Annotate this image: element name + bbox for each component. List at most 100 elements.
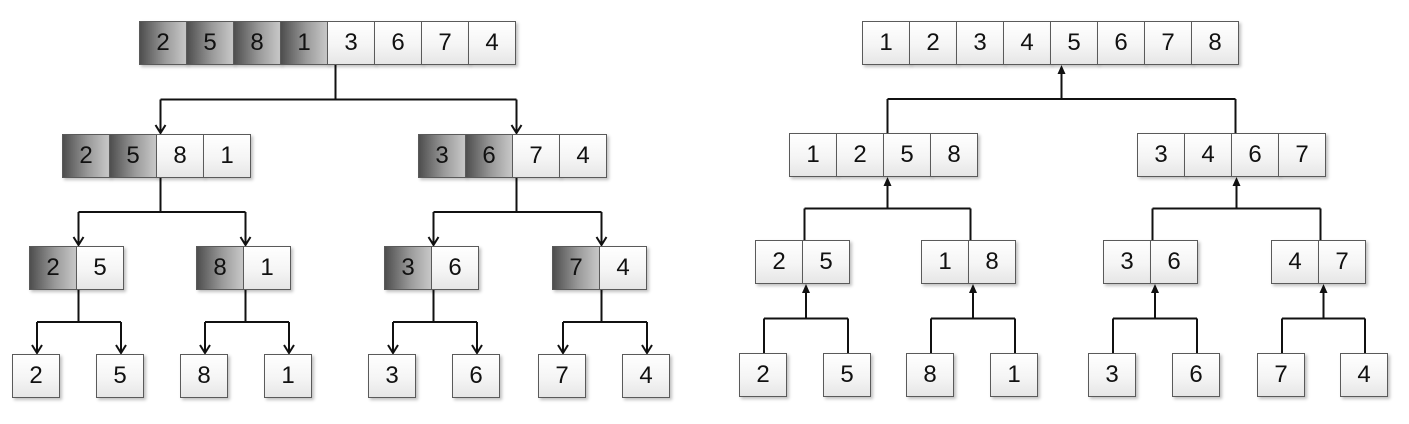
array-cell: 1 bbox=[921, 240, 969, 284]
array-cell: 8 bbox=[930, 133, 978, 177]
array-cell: 5 bbox=[823, 353, 871, 397]
array-cell: 5 bbox=[1050, 21, 1098, 65]
split_tree-array-L3-2: 8 bbox=[180, 354, 228, 398]
split_tree-array-L3-1: 5 bbox=[96, 354, 144, 398]
arrow-down-icon bbox=[510, 124, 523, 135]
arrow-down-icon bbox=[283, 344, 295, 355]
arrow-down-icon bbox=[31, 344, 43, 355]
split_tree-array-L3-7: 4 bbox=[622, 354, 670, 398]
array-cell: 1 bbox=[862, 21, 910, 65]
array-cell: 4 bbox=[559, 134, 607, 178]
array-cell: 7 bbox=[538, 354, 586, 398]
arrow-down-icon bbox=[154, 124, 167, 135]
array-cell: 4 bbox=[1003, 21, 1051, 65]
arrow-down-icon bbox=[199, 344, 211, 355]
array-cell: 7 bbox=[1144, 21, 1192, 65]
arrow-up-icon bbox=[802, 284, 810, 293]
array-cell: 6 bbox=[452, 354, 500, 398]
merge_tree-array-L3-6: 7 bbox=[1257, 353, 1305, 397]
array-cell: 2 bbox=[139, 21, 187, 65]
merge_tree-array-L3-5: 6 bbox=[1172, 353, 1220, 397]
array-cell: 7 bbox=[421, 21, 469, 65]
array-cell: 7 bbox=[552, 246, 600, 290]
array-cell: 2 bbox=[29, 246, 77, 290]
array-cell: 6 bbox=[465, 134, 513, 178]
arrow-down-icon bbox=[387, 344, 399, 355]
array-cell: 4 bbox=[468, 21, 516, 65]
arrow-down-icon bbox=[641, 344, 653, 355]
array-cell: 6 bbox=[374, 21, 422, 65]
array-cell: 3 bbox=[368, 354, 416, 398]
arrow-up-icon bbox=[1151, 284, 1159, 293]
arrow-down-icon bbox=[595, 236, 608, 247]
array-cell: 2 bbox=[836, 133, 884, 177]
array-cell: 6 bbox=[1172, 353, 1220, 397]
merge_tree-array-L3-7: 4 bbox=[1340, 353, 1388, 397]
split_tree-array-L3-6: 7 bbox=[538, 354, 586, 398]
array-cell: 1 bbox=[789, 133, 837, 177]
merge_tree-array-L3-4: 3 bbox=[1088, 353, 1136, 397]
array-cell: 4 bbox=[599, 246, 647, 290]
merge_tree-array-L3-0: 2 bbox=[739, 353, 787, 397]
array-cell: 7 bbox=[1278, 133, 1326, 177]
merge_tree-array-L3-1: 5 bbox=[823, 353, 871, 397]
arrow-down-icon bbox=[115, 344, 127, 355]
array-cell: 1 bbox=[280, 21, 328, 65]
array-cell: 3 bbox=[327, 21, 375, 65]
array-cell: 4 bbox=[1340, 353, 1388, 397]
array-cell: 1 bbox=[264, 354, 312, 398]
array-cell: 1 bbox=[990, 353, 1038, 397]
array-cell: 8 bbox=[968, 240, 1016, 284]
arrow-down-icon bbox=[72, 236, 85, 247]
array-cell: 2 bbox=[909, 21, 957, 65]
arrow-up-icon bbox=[969, 284, 977, 293]
array-cell: 3 bbox=[956, 21, 1004, 65]
arrow-up-icon bbox=[1057, 65, 1066, 74]
array-cell: 3 bbox=[1088, 353, 1136, 397]
arrow-down-icon bbox=[471, 344, 483, 355]
array-cell: 8 bbox=[196, 246, 244, 290]
array-cell: 5 bbox=[186, 21, 234, 65]
array-cell: 2 bbox=[755, 240, 803, 284]
array-cell: 6 bbox=[431, 246, 479, 290]
array-cell: 5 bbox=[76, 246, 124, 290]
array-cell: 4 bbox=[1271, 240, 1319, 284]
array-cell: 2 bbox=[12, 354, 60, 398]
array-cell: 1 bbox=[203, 134, 251, 178]
array-cell: 7 bbox=[1318, 240, 1366, 284]
array-cell: 4 bbox=[1184, 133, 1232, 177]
array-cell: 5 bbox=[96, 354, 144, 398]
arrow-down-icon bbox=[239, 236, 252, 247]
arrow-down-icon bbox=[427, 236, 440, 247]
array-cell: 2 bbox=[62, 134, 110, 178]
array-cell: 3 bbox=[384, 246, 432, 290]
arrow-up-icon bbox=[1232, 177, 1241, 186]
array-cell: 8 bbox=[1191, 21, 1239, 65]
array-cell: 3 bbox=[1103, 240, 1151, 284]
arrow-down-icon bbox=[557, 344, 569, 355]
split_tree-array-L3-5: 6 bbox=[452, 354, 500, 398]
array-cell: 1 bbox=[243, 246, 291, 290]
array-cell: 8 bbox=[906, 353, 954, 397]
array-cell: 7 bbox=[1257, 353, 1305, 397]
array-cell: 6 bbox=[1150, 240, 1198, 284]
array-cell: 5 bbox=[109, 134, 157, 178]
array-cell: 3 bbox=[1137, 133, 1185, 177]
array-cell: 5 bbox=[883, 133, 931, 177]
merge_tree-array-L3-3: 1 bbox=[990, 353, 1038, 397]
array-cell: 8 bbox=[180, 354, 228, 398]
